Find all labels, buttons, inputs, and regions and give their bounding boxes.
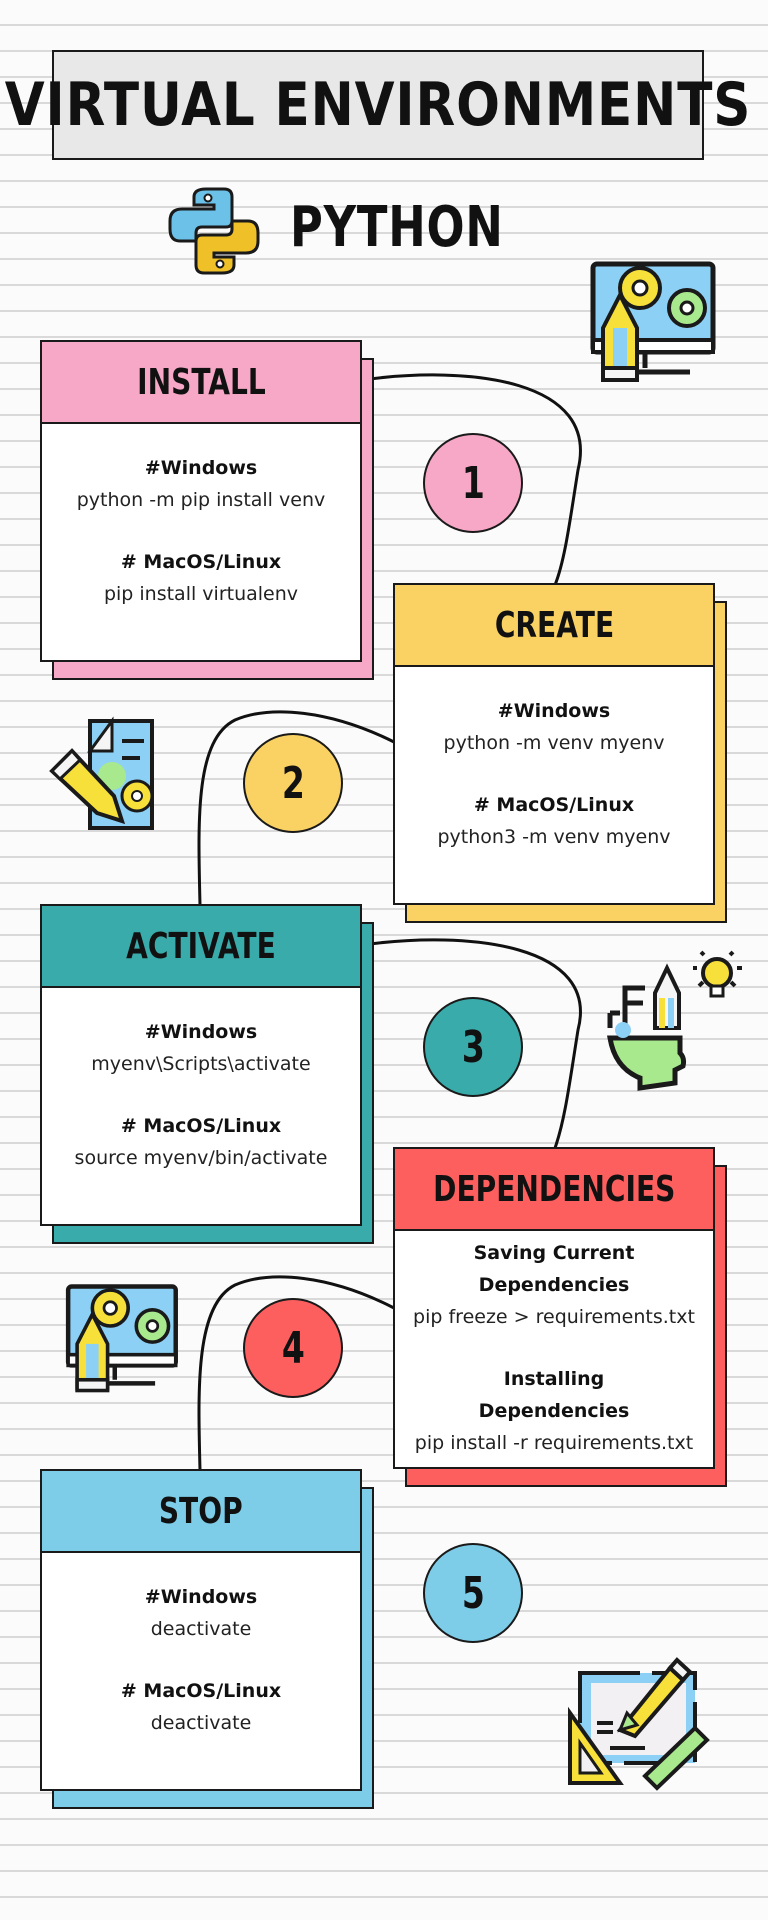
card-header: DEPENDENCIES	[395, 1149, 713, 1231]
step-number-5: 5	[423, 1543, 523, 1643]
card-title: STOP	[159, 1490, 243, 1532]
step-card-dependencies: DEPENDENCIES Saving Current Dependencies…	[393, 1147, 727, 1487]
page-title: VIRTUAL ENVIRONMENTS	[4, 70, 752, 140]
command-text: python -m venv myenv	[443, 732, 665, 754]
section-label: Installing	[503, 1368, 605, 1390]
command-text: pip install -r requirements.txt	[414, 1432, 694, 1454]
step-card-activate: ACTIVATE #Windows myenv\Scripts\activate…	[40, 904, 374, 1244]
command-text: deactivate	[150, 1712, 252, 1734]
command-text: pip freeze > requirements.txt	[413, 1306, 695, 1328]
step-number-4: 4	[243, 1298, 343, 1398]
section-label: Dependencies	[478, 1274, 630, 1296]
page-subtitle: PYTHON	[290, 195, 504, 260]
step-number-1: 1	[423, 433, 523, 533]
os-label: #Windows	[144, 457, 258, 479]
command-text: pip install virtualenv	[103, 583, 299, 605]
computer-gears-pencil-icon	[65, 1284, 178, 1393]
step-card-stop: STOP #Windows deactivate # MacOS/Linux d…	[40, 1469, 374, 1809]
design-tools-icon	[568, 1657, 710, 1791]
os-label: # MacOS/Linux	[120, 1680, 282, 1702]
step-card-create: CREATE #Windows python -m venv myenv # M…	[393, 583, 727, 923]
os-label: # MacOS/Linux	[120, 1115, 282, 1137]
computer-gears-pencil-icon	[590, 261, 716, 382]
title-banner: VIRTUAL ENVIRONMENTS	[5, 50, 750, 160]
command-text: python3 -m venv myenv	[437, 826, 671, 848]
card-title: ACTIVATE	[126, 925, 276, 967]
card-title: DEPENDENCIES	[432, 1168, 676, 1210]
command-text: myenv\Scripts\activate	[91, 1053, 311, 1075]
os-label: # MacOS/Linux	[120, 551, 282, 573]
os-label: #Windows	[144, 1586, 258, 1608]
card-title: INSTALL	[136, 361, 266, 403]
command-text: deactivate	[150, 1618, 252, 1640]
creative-head-lightbulb-icon	[607, 950, 742, 1091]
document-gears-pencil-icon	[49, 716, 154, 830]
card-header: INSTALL	[42, 342, 360, 424]
card-header: ACTIVATE	[42, 906, 360, 988]
os-label: #Windows	[497, 700, 611, 722]
step-number-2: 2	[243, 733, 343, 833]
step-number-3: 3	[423, 997, 523, 1097]
card-header: CREATE	[395, 585, 713, 667]
card-header: STOP	[42, 1471, 360, 1553]
os-label: # MacOS/Linux	[473, 794, 635, 816]
os-label: #Windows	[144, 1021, 258, 1043]
python-logo-icon	[168, 187, 260, 275]
command-text: source myenv/bin/activate	[74, 1147, 328, 1169]
section-label: Saving Current	[473, 1242, 635, 1264]
step-card-install: INSTALL #Windows python -m pip install v…	[40, 340, 374, 680]
section-label: Dependencies	[478, 1400, 630, 1422]
command-text: python -m pip install venv	[76, 489, 326, 511]
card-title: CREATE	[494, 604, 614, 646]
